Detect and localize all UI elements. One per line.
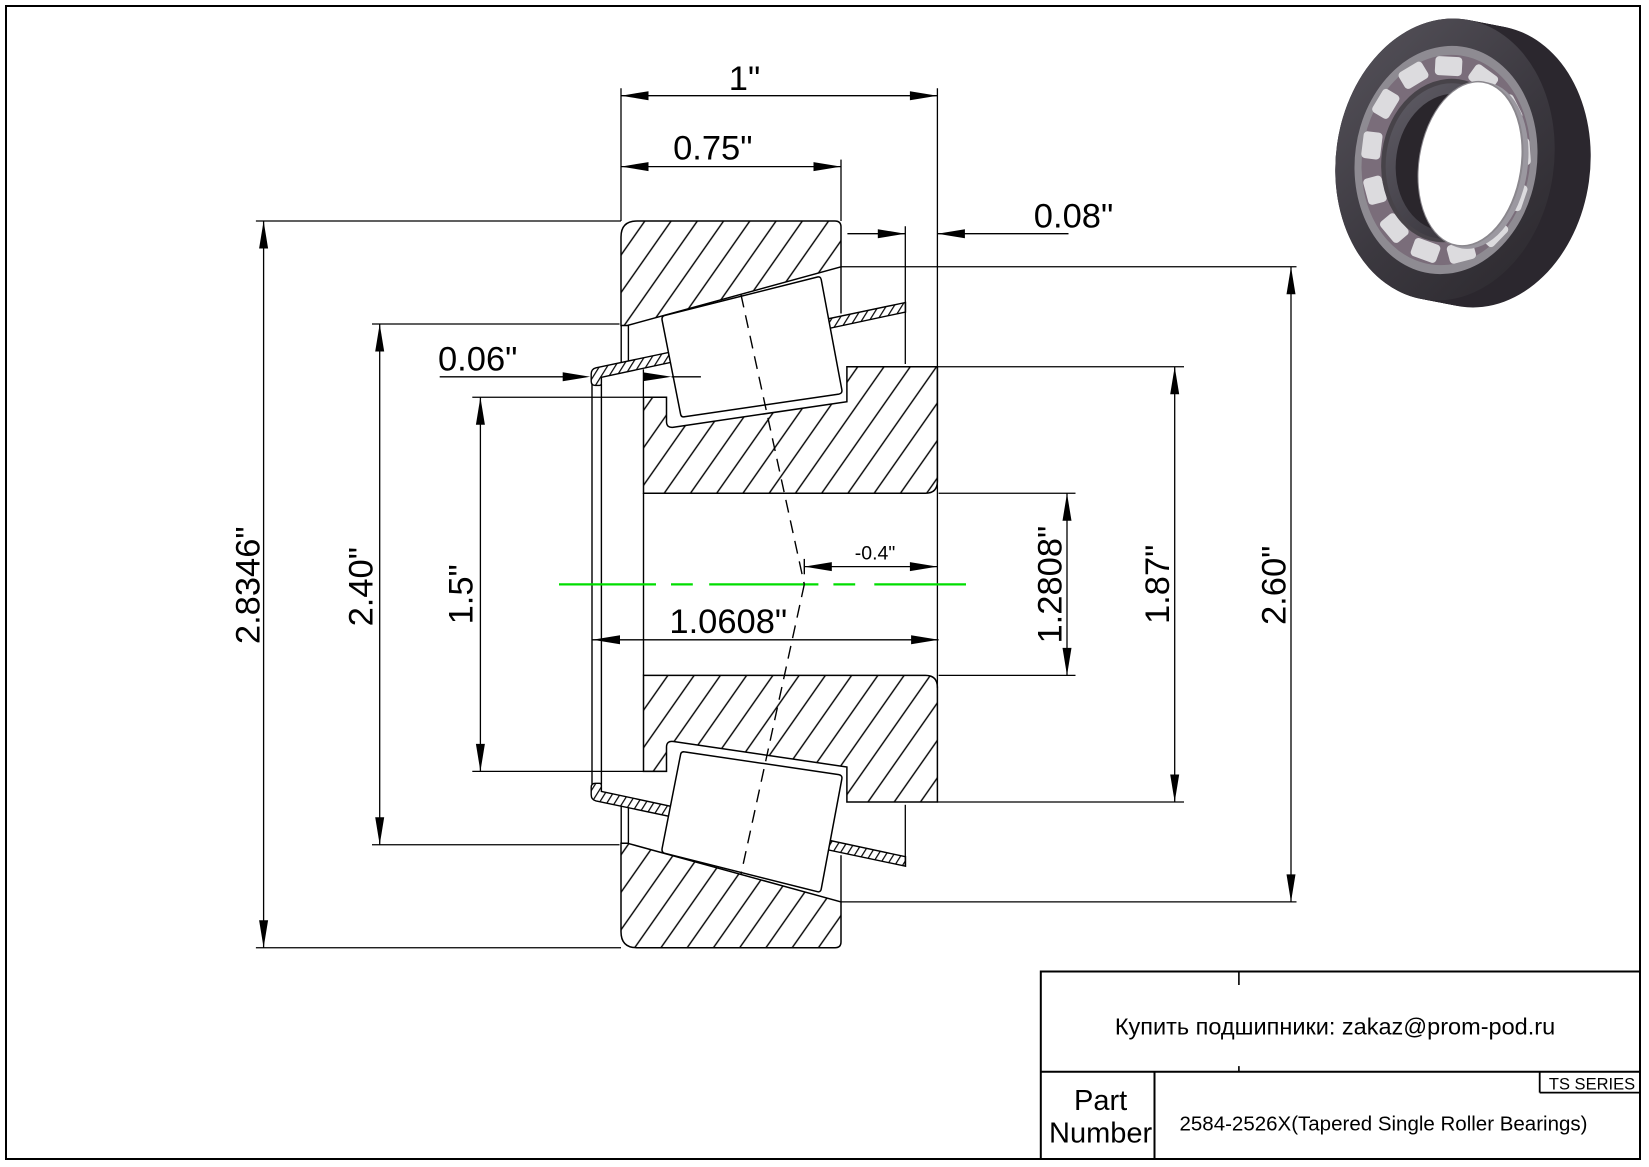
svg-text:1.0608": 1.0608" xyxy=(669,603,787,641)
svg-text:-0.4": -0.4" xyxy=(855,543,896,565)
svg-text:Купить подшипники: zakaz@prom-: Купить подшипники: zakaz@prom-pod.ru xyxy=(1115,1014,1555,1040)
svg-text:1.87": 1.87" xyxy=(1139,545,1177,624)
svg-text:2584-2526X(Tapered Single Roll: 2584-2526X(Tapered Single Roller Bearing… xyxy=(1180,1113,1588,1136)
svg-text:2.60": 2.60" xyxy=(1256,546,1294,625)
svg-text:0.06": 0.06" xyxy=(438,341,517,379)
svg-text:0.08": 0.08" xyxy=(1034,198,1113,236)
svg-text:1": 1" xyxy=(729,60,760,98)
svg-text:TS SERIES: TS SERIES xyxy=(1549,1076,1635,1094)
svg-text:Part: Part xyxy=(1074,1085,1127,1117)
svg-text:2.8346": 2.8346" xyxy=(230,526,268,644)
svg-text:Number: Number xyxy=(1049,1118,1152,1150)
svg-text:0.75": 0.75" xyxy=(673,130,752,168)
svg-text:1.2808": 1.2808" xyxy=(1031,526,1069,644)
svg-text:1.5": 1.5" xyxy=(443,564,481,624)
svg-text:2.40": 2.40" xyxy=(343,547,381,626)
